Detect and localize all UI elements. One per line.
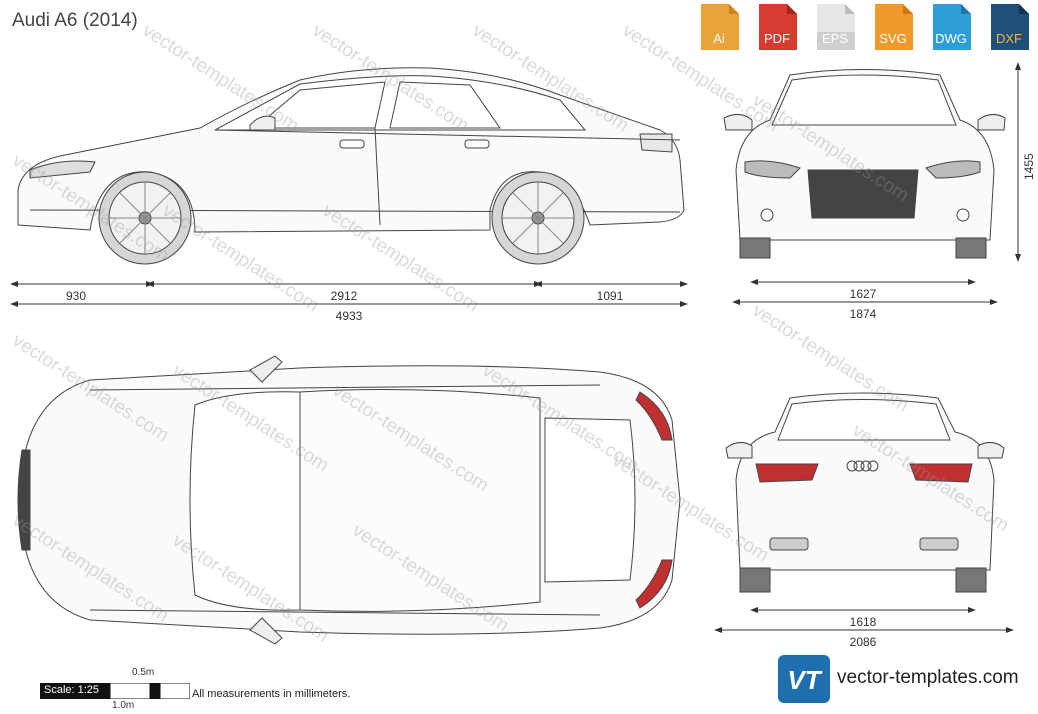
side-view [17, 67, 685, 233]
rear-wheel-side [491, 171, 585, 265]
dim-length: 4933 [335, 309, 363, 323]
front-view [723, 69, 1006, 259]
dim-width-mirrors: 2086 [849, 635, 877, 649]
front-dimension-lines [732, 62, 1021, 305]
side-dimension-lines [10, 281, 688, 307]
eps-file-icon[interactable]: EPS [811, 2, 859, 52]
top-view [17, 355, 681, 645]
dim-height: 1455 [1022, 153, 1036, 180]
dim-rear-overhang: 1091 [596, 289, 624, 303]
measurement-note: All measurements in millimeters. [192, 688, 351, 700]
front-wheel-side [98, 171, 192, 265]
dxf-file-icon[interactable]: DXF [985, 2, 1033, 52]
scale-bar [40, 683, 190, 699]
scale-one-meter: 1.0m [112, 700, 135, 711]
scale-half-meter: 0.5m [132, 667, 155, 678]
ai-file-icon[interactable]: Ai [695, 2, 743, 52]
vt-logo-icon[interactable]: VT [778, 655, 830, 703]
scale-label: Scale: 1:25 [44, 684, 100, 696]
dim-wheelbase: 2912 [330, 289, 358, 303]
pdf-file-icon[interactable]: PDF [753, 2, 801, 52]
dwg-file-icon[interactable]: DWG [927, 2, 975, 52]
dim-front-track: 1627 [849, 287, 877, 301]
dim-front-overhang: 930 [65, 289, 87, 303]
svg-text:VT: VT [787, 665, 822, 695]
page-title: Audi A6 (2014) [12, 10, 138, 31]
site-link[interactable]: vector-templates.com [837, 667, 1019, 688]
dim-width-front: 1874 [849, 307, 877, 321]
dim-rear-track: 1618 [849, 615, 877, 629]
rear-dimension-lines [714, 607, 1014, 633]
format-icons: Ai PDF EPS SVG DWG DXF [695, 2, 1033, 52]
rear-view [725, 392, 1005, 593]
svg-file-icon[interactable]: SVG [869, 2, 917, 52]
